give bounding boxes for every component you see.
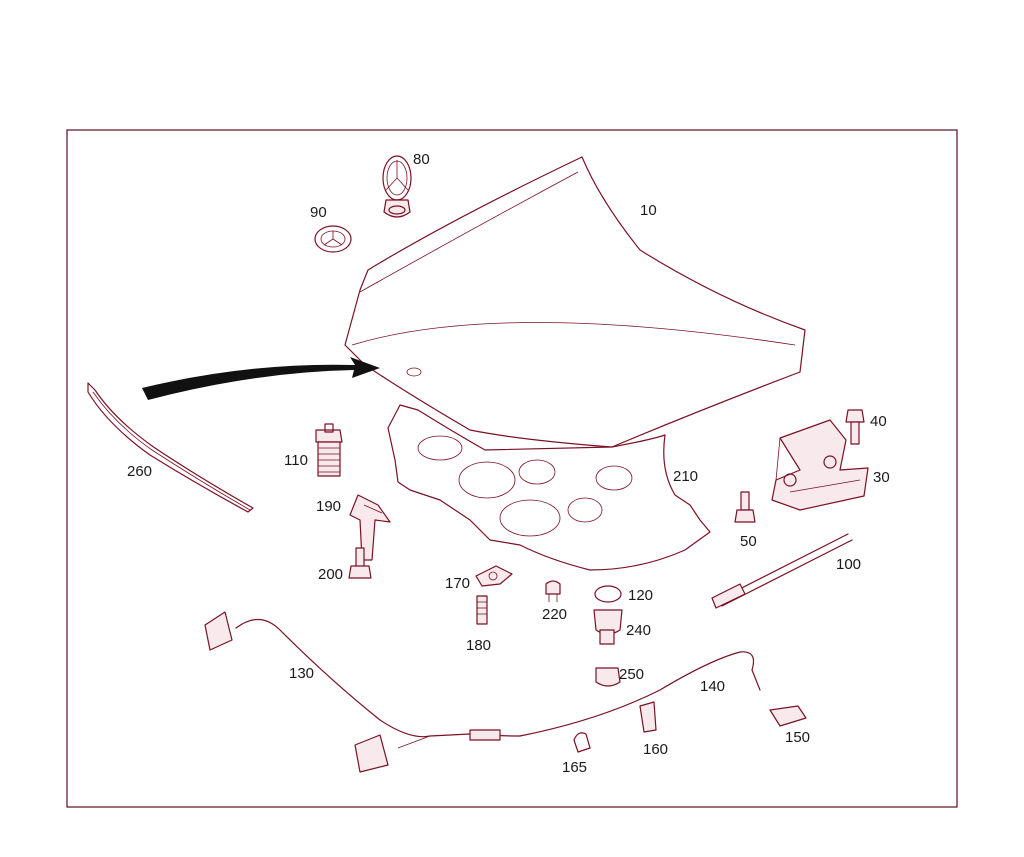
callout-160: 160 xyxy=(643,741,668,758)
callout-80: 80 xyxy=(413,151,430,168)
callout-170: 170 xyxy=(445,575,470,592)
part-release-handle[interactable] xyxy=(769,705,807,727)
part-release-cable[interactable] xyxy=(204,611,521,773)
callout-260: 260 xyxy=(127,463,152,480)
part-cable-clip[interactable] xyxy=(573,732,591,753)
part-pad[interactable] xyxy=(594,585,622,603)
callout-240: 240 xyxy=(626,622,651,639)
part-clip[interactable] xyxy=(545,580,561,602)
callout-190: 190 xyxy=(316,498,341,515)
callout-90: 90 xyxy=(310,204,327,221)
part-cable[interactable] xyxy=(519,651,761,737)
part-seal-strip[interactable] xyxy=(87,382,254,513)
callout-210: 210 xyxy=(673,468,698,485)
part-bolt-40[interactable] xyxy=(845,409,865,445)
callout-30: 30 xyxy=(873,469,890,486)
callout-130: 130 xyxy=(289,665,314,682)
callout-180: 180 xyxy=(466,637,491,654)
part-bracket[interactable] xyxy=(349,494,391,561)
callout-250: 250 xyxy=(619,666,644,683)
part-star-ornament[interactable] xyxy=(382,155,412,218)
callout-100: 100 xyxy=(836,556,861,573)
part-cable-holder[interactable] xyxy=(639,701,657,733)
callout-200: 200 xyxy=(318,566,343,583)
callout-120: 120 xyxy=(628,587,653,604)
part-bolt-200[interactable] xyxy=(348,547,372,579)
callout-165: 165 xyxy=(562,759,587,776)
diagram-frame xyxy=(66,129,958,808)
callout-labels: 10 30 40 50 80 90 100 110 120 130 140 15… xyxy=(127,151,890,776)
part-gas-strut[interactable] xyxy=(711,533,853,609)
part-lock[interactable] xyxy=(475,565,513,587)
callout-10: 10 xyxy=(640,202,657,219)
part-bolt-180[interactable] xyxy=(476,595,488,625)
part-buffer[interactable] xyxy=(315,423,343,477)
part-hinge[interactable] xyxy=(771,419,869,511)
direction-arrow xyxy=(142,357,380,400)
callout-50: 50 xyxy=(740,533,757,550)
callout-40: 40 xyxy=(870,413,887,430)
part-insulation-mat[interactable] xyxy=(387,404,711,571)
part-rubber-stop[interactable] xyxy=(593,609,623,645)
callout-140: 140 xyxy=(700,678,725,695)
callout-220: 220 xyxy=(542,606,567,623)
callout-110: 110 xyxy=(284,452,308,469)
part-nut[interactable] xyxy=(595,667,621,687)
callout-150: 150 xyxy=(785,729,810,746)
part-emblem[interactable] xyxy=(314,225,352,253)
part-bolt-50[interactable] xyxy=(734,491,756,523)
part-hood[interactable] xyxy=(344,156,806,448)
